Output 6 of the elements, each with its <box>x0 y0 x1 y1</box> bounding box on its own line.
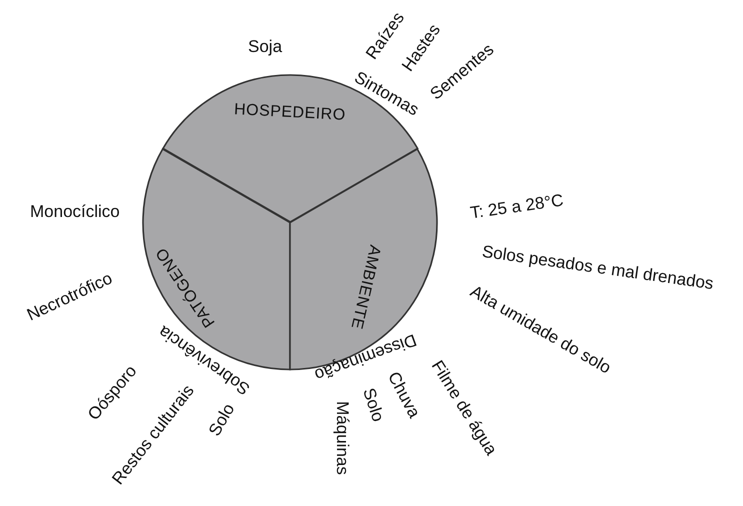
factor-label: Monocíclico <box>30 202 120 222</box>
factor-label: Máquinas <box>332 401 352 475</box>
sector-title: HOSPEDEIRO <box>234 101 346 125</box>
factor-label: Solo <box>358 386 388 424</box>
factor-label: Soja <box>248 37 282 57</box>
factor-label: T: 25 a 28°C <box>469 190 565 224</box>
